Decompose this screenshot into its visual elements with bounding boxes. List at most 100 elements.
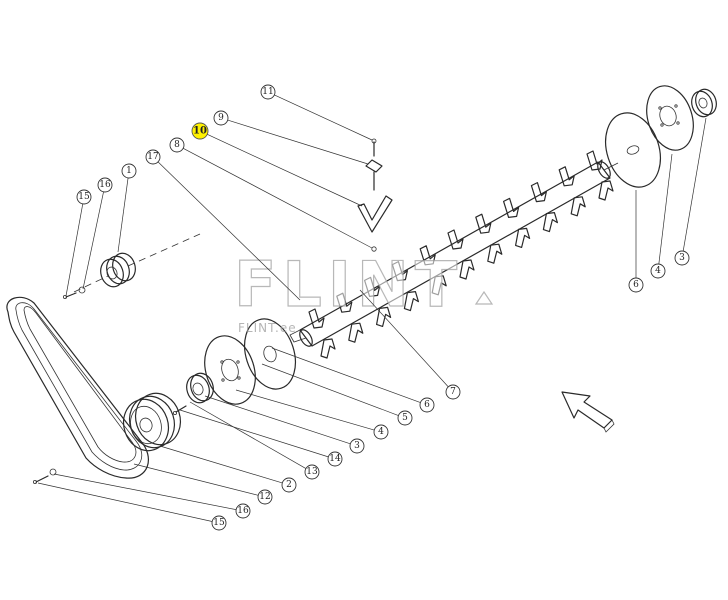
callout-label: 13 — [306, 467, 318, 477]
bracket-assembly — [357, 138, 393, 252]
callout: 14 — [327, 451, 343, 467]
flail-knife — [403, 291, 419, 312]
leader-line — [82, 191, 104, 290]
callout-circle — [121, 163, 137, 179]
callout-label: 16 — [237, 506, 249, 516]
leader-lines — [37, 94, 707, 522]
callouts: 11 9 10 8 17 1 16 15 6 4 3 7 6 5 4 3 14 13 2 12 16 15 — [76, 84, 690, 531]
callout-circle — [349, 438, 365, 454]
callout: 3 — [674, 250, 690, 266]
flail-knife — [558, 166, 575, 187]
leader-line — [271, 347, 421, 403]
callout-circle — [373, 424, 389, 440]
callout: 1 — [121, 163, 137, 179]
callout-label: 4 — [378, 427, 384, 437]
callout-circle — [628, 277, 644, 293]
flail-knife — [419, 245, 436, 266]
leader-line — [65, 203, 84, 297]
callout-circle — [169, 137, 185, 153]
callout: 13 — [304, 464, 320, 480]
leader-line — [227, 119, 369, 165]
bearing-flange-left — [172, 372, 214, 415]
callout-label: 1 — [126, 166, 132, 176]
callout-circle — [191, 122, 209, 140]
callout: 12 — [257, 489, 273, 505]
callout-circle — [397, 410, 413, 426]
callout: 5 — [397, 410, 413, 426]
flail-knife — [515, 227, 531, 248]
callout: 9 — [213, 110, 229, 126]
disc-plate-left-2 — [244, 318, 296, 390]
callout-circle — [419, 397, 435, 413]
callout-label: 8 — [174, 140, 180, 150]
drive-pulley — [122, 392, 182, 452]
callout-circle — [327, 451, 343, 467]
callout: 16 — [235, 503, 251, 519]
callout-circle — [257, 489, 273, 505]
leader-line — [183, 147, 373, 249]
flail-knife — [475, 213, 492, 234]
disc-plate-right — [605, 112, 661, 188]
flail-knife — [586, 150, 603, 171]
callout-label: 3 — [679, 253, 685, 263]
callout-circle — [650, 263, 666, 279]
v-belt — [6, 296, 149, 479]
leader-line — [53, 473, 237, 510]
callout-label: 5 — [402, 413, 408, 423]
callout-circle — [213, 110, 229, 126]
callout-label: 9 — [218, 113, 224, 123]
callout-label: 7 — [450, 387, 456, 397]
callout: 2 — [281, 477, 297, 493]
callout-circle — [674, 250, 690, 266]
callout: 15 — [211, 515, 227, 531]
flail-knife — [459, 259, 475, 280]
callout-label: 11 — [262, 87, 273, 97]
callout-circle — [97, 177, 113, 193]
callout: 15 — [76, 189, 92, 205]
callout: 4 — [373, 424, 389, 440]
callout-label: 14 — [329, 454, 341, 464]
callout-circle — [260, 84, 276, 100]
rotor-shaft — [289, 161, 619, 347]
callout-label: 6 — [424, 400, 430, 410]
callout-circle — [281, 477, 297, 493]
callout-label: 15 — [78, 192, 90, 202]
leader-line — [359, 289, 449, 388]
callout: 4 — [650, 263, 666, 279]
watermark-sub: FLINT.ee — [238, 321, 297, 335]
leader-line — [235, 389, 375, 431]
leader-line — [682, 117, 707, 252]
small-pulley — [100, 252, 136, 288]
leader-line — [658, 153, 673, 265]
callout-circle — [304, 464, 320, 480]
leader-line — [189, 401, 307, 469]
leader-line — [157, 161, 301, 301]
callout: 6 — [419, 397, 435, 413]
leader-line — [207, 134, 363, 207]
callout: 3 — [349, 438, 365, 454]
flail-knives — [308, 150, 614, 359]
callout-circle — [211, 515, 227, 531]
callout: 16 — [97, 177, 113, 193]
flail-knife — [503, 197, 520, 218]
flail-knife — [391, 261, 408, 282]
flail-knife — [364, 276, 381, 297]
callout-label: 6 — [633, 280, 639, 290]
callout-circle — [235, 503, 251, 519]
callout: 17 — [145, 149, 161, 165]
leader-line — [204, 395, 351, 445]
leader-line — [179, 409, 329, 458]
callout-label: 16 — [99, 180, 111, 190]
flail-knife — [431, 275, 447, 296]
flail-knife — [530, 182, 547, 203]
callout-label: 2 — [286, 480, 292, 490]
flail-knife — [336, 292, 353, 313]
callout-label: 10 — [193, 126, 207, 137]
leader-line — [37, 482, 213, 522]
bearing-flange-right — [691, 88, 717, 118]
disc-plate-right-2 — [646, 85, 694, 151]
flail-knife — [542, 212, 558, 233]
flail-knife — [598, 180, 614, 201]
callout-label: 17 — [147, 152, 159, 162]
